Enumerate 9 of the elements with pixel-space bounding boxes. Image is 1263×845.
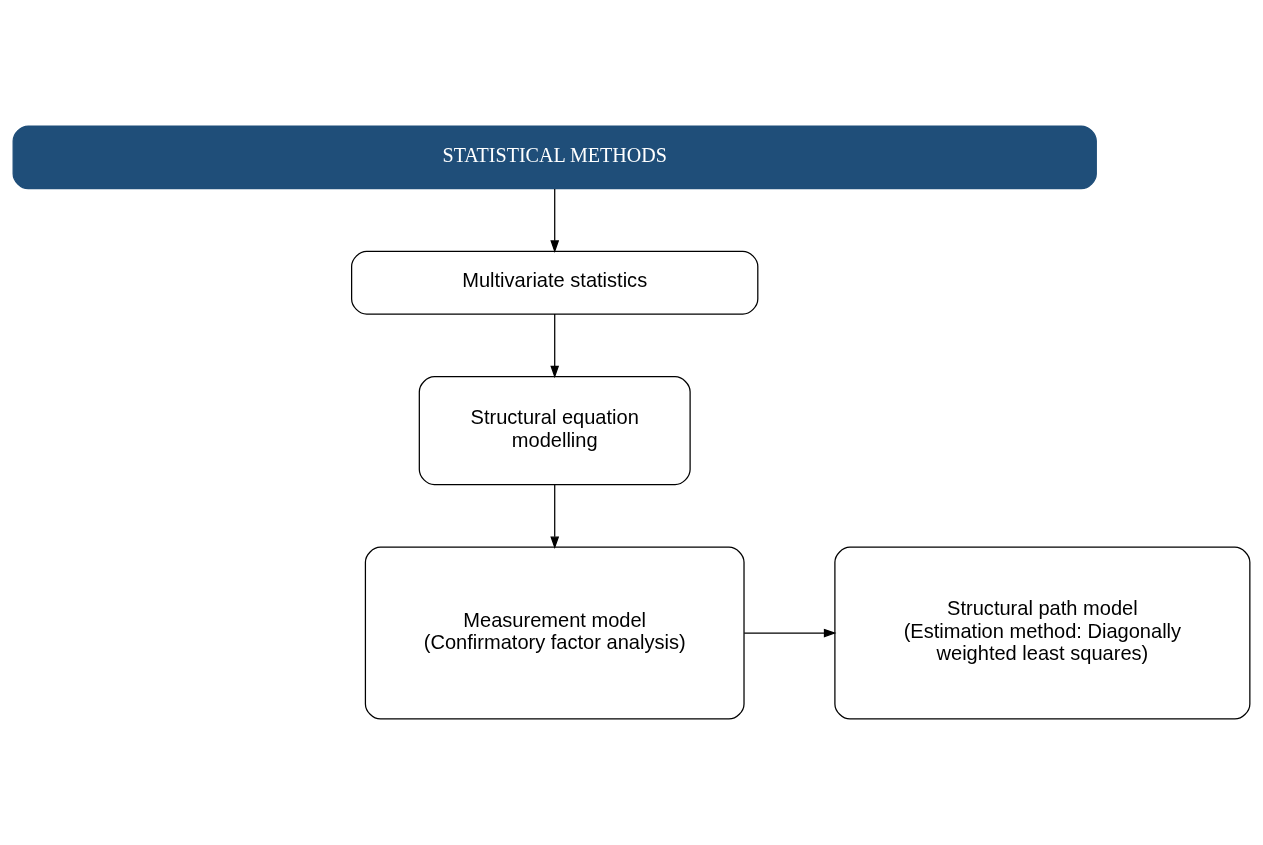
node-box: Structural equation modelling xyxy=(418,376,691,486)
node-box: Measurement model (Confirmatory factor analysis) xyxy=(364,546,745,720)
arrow xyxy=(743,628,837,638)
arrow xyxy=(550,484,560,550)
arrow xyxy=(550,188,560,253)
node-box: Multivariate statistics xyxy=(351,250,759,315)
node-box: Structural path model (Estimation method: Diagonally weighted least squares) xyxy=(834,546,1251,720)
arrow xyxy=(550,313,560,379)
node-box: STATISTICAL METHODS xyxy=(12,125,1097,190)
